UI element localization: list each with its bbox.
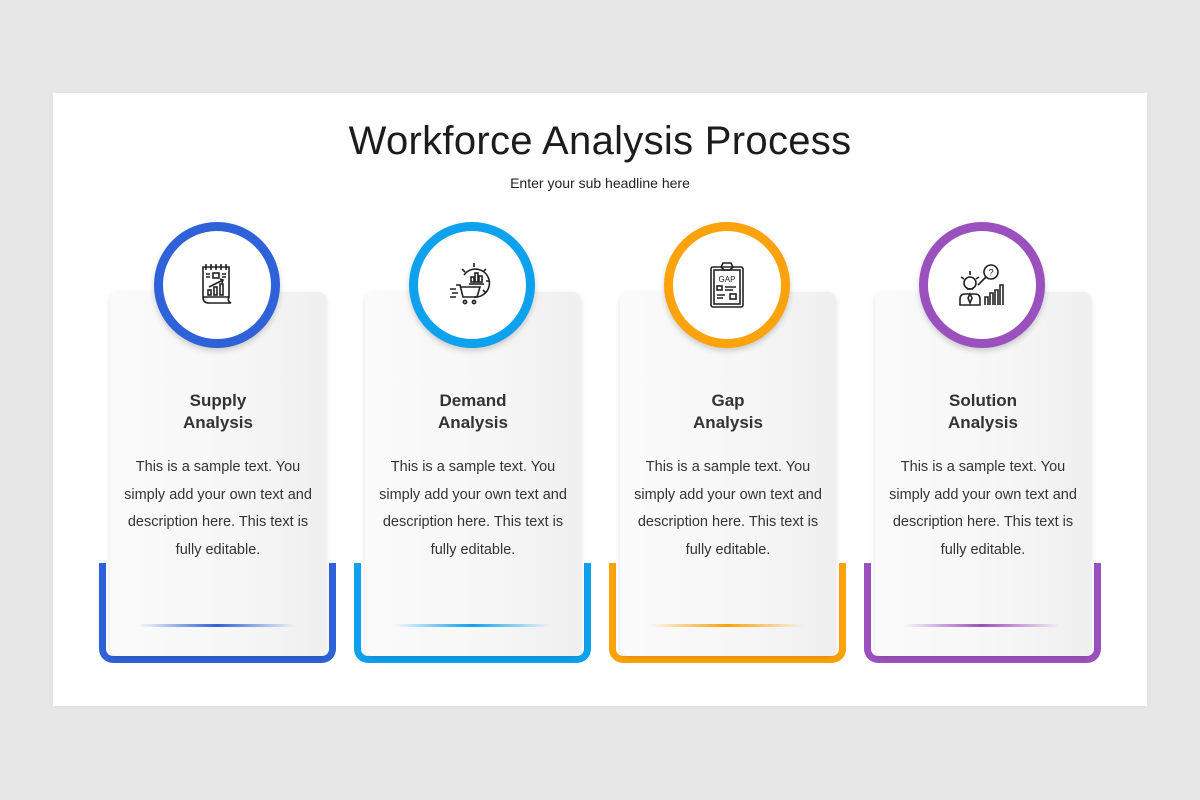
svg-text:GAP: GAP [719,275,736,284]
svg-text:?: ? [988,268,993,278]
card-frame [354,563,591,663]
card-title-line1: Solution [949,391,1017,410]
card-panel [875,292,1091,656]
card-solution-analysis: ? Solution Analysis This is a sample tex… [864,93,1104,706]
card-title: Solution Analysis [875,390,1091,434]
accent-line [649,624,805,627]
card-frame [609,563,846,663]
icon-circle: ? [919,222,1045,348]
card-gap-analysis: GAP Gap Analysis This is a sample text. … [609,93,849,706]
idea-search-chart-icon: ? [959,264,1004,306]
card-title-line2: Analysis [438,413,508,432]
card-title-line1: Gap [711,391,745,410]
gear-cart-icon [450,263,491,305]
page-subtitle: Enter your sub headline here [510,175,690,191]
icon-circle [154,222,280,348]
page-title: Workforce Analysis Process [348,119,852,163]
card-description: This is a sample text. You simply add yo… [379,459,567,558]
card-title: Supply Analysis [110,390,326,434]
card-demand-analysis: Demand Analysis This is a sample text. Y… [354,93,594,706]
card-description: This is a sample text. You simply add yo… [634,459,822,558]
icon-circle: GAP [664,222,790,348]
card-title: Demand Analysis [365,390,581,434]
accent-line [904,624,1060,627]
calendar-chart-icon [202,264,232,304]
card-frame [99,563,336,663]
accent-line [394,624,550,627]
slide: Workforce Analysis Process Enter your su… [53,93,1147,706]
card-panel [365,292,581,656]
icon-circle [409,222,535,348]
card-title-line2: Analysis [948,413,1018,432]
card-frame [864,563,1101,663]
card-title: Gap Analysis [620,390,836,434]
card-title-line2: Analysis [183,413,253,432]
gap-clipboard-icon: GAP [710,262,744,308]
accent-line [139,624,295,627]
card-description: This is a sample text. You simply add yo… [124,459,312,558]
card-panel [110,292,326,656]
card-title-line1: Demand [439,391,507,410]
card-title-line2: Analysis [693,413,763,432]
card-title-line1: Supply [189,391,247,410]
card-panel [620,292,836,656]
card-supply-analysis: Supply Analysis This is a sample text. Y… [99,93,339,706]
card-description: This is a sample text. You simply add yo… [889,459,1077,558]
